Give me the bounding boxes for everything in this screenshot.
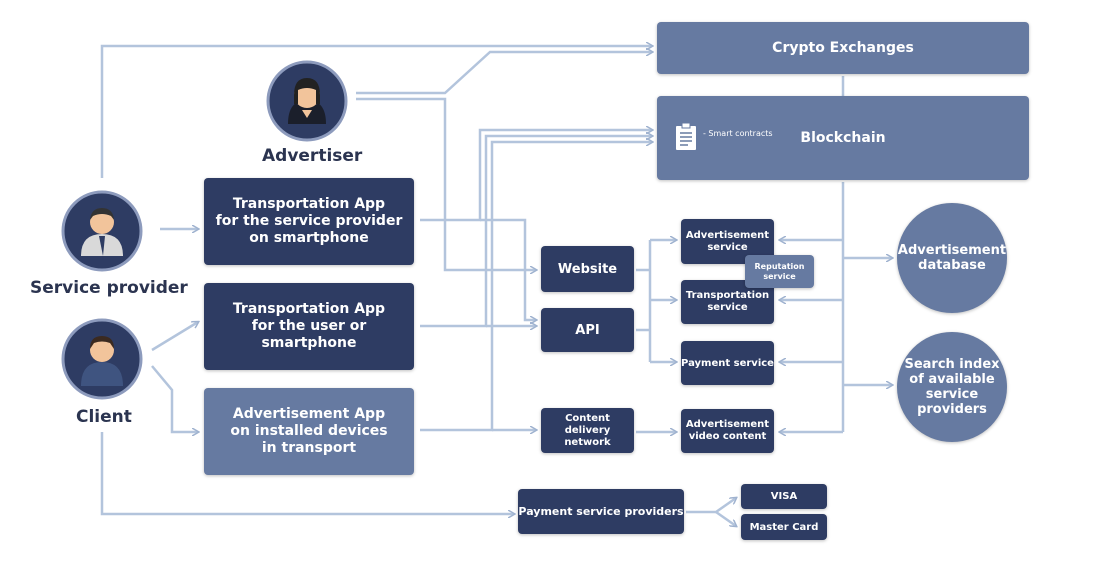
service-provider-label: Service provider <box>30 278 188 298</box>
blockchain-text: Blockchain <box>800 130 886 146</box>
client-avatar-icon <box>61 318 143 400</box>
visa-box: VISA <box>741 484 827 509</box>
ad-app-text: Advertisement App on installed devices i… <box>230 406 388 456</box>
crypto-exchanges-text: Crypto Exchanges <box>772 40 914 56</box>
advertiser-avatar-icon <box>266 60 348 142</box>
ad-service-text: Advertisement service <box>685 229 770 253</box>
user-app-text: Transportation App for the user or smart… <box>232 301 386 351</box>
blockchain-box: Blockchain <box>657 96 1029 180</box>
ad-database-text: Advertisement database <box>897 243 1007 273</box>
advertisement-app-box: Advertisement App on installed devices i… <box>204 388 414 475</box>
content-delivery-network-box: Content delivery network <box>541 408 634 453</box>
mastercard-box: Master Card <box>741 514 827 540</box>
advertiser-label: Advertiser <box>262 146 363 166</box>
provider-app-text: Transportation App for the service provi… <box>215 196 403 246</box>
search-index-text: Search index of available service provid… <box>904 357 1000 417</box>
service-provider-avatar-icon <box>61 190 143 272</box>
transport-service-text: Transportation service <box>685 290 770 313</box>
crypto-exchanges-box: Crypto Exchanges <box>657 22 1029 74</box>
website-text: Website <box>557 261 618 277</box>
provider-transportation-app-box: Transportation App for the service provi… <box>204 178 414 265</box>
client-label: Client <box>76 407 132 427</box>
reputation-service-text: Reputation service <box>754 261 805 281</box>
api-text: API <box>575 322 600 338</box>
advertisement-database-circle: Advertisement database <box>897 203 1007 313</box>
mastercard-text: Master Card <box>749 521 819 533</box>
cdn-text: Content delivery network <box>564 412 611 448</box>
payment-providers-text: Payment service providers <box>518 505 684 518</box>
website-box: Website <box>541 246 634 292</box>
ad-video-text: Advertisement video content <box>685 419 770 442</box>
payment-service-text: Payment service <box>681 357 774 369</box>
payment-service-providers-box: Payment service providers <box>518 489 684 534</box>
search-index-circle: Search index of available service provid… <box>897 332 1007 442</box>
user-transportation-app-box: Transportation App for the user or smart… <box>204 283 414 370</box>
advertisement-video-content-box: Advertisement video content <box>681 409 774 453</box>
payment-service-box: Payment service <box>681 341 774 385</box>
api-box: API <box>541 308 634 352</box>
visa-text: VISA <box>770 491 798 502</box>
document-icon <box>676 123 696 150</box>
reputation-service-box: Reputation service <box>745 255 814 288</box>
smart-contracts-label: - Smart contracts <box>703 129 773 138</box>
